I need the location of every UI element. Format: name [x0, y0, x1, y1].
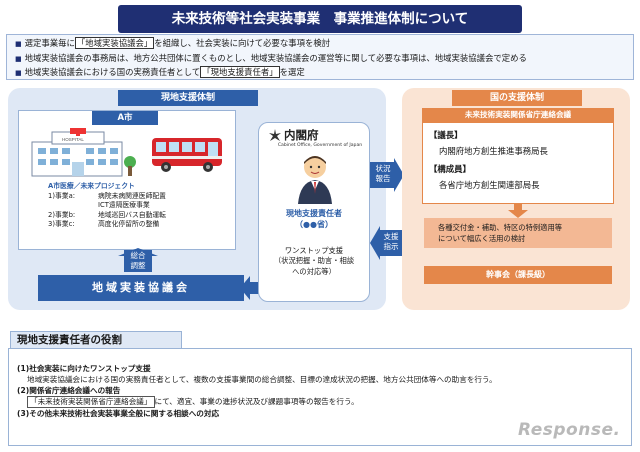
role-section-title: 現地支援責任者の役割: [10, 331, 182, 349]
coordination-label: 総合 調整: [124, 250, 152, 272]
liaison-meeting-body: 【議長】 内閣府地方創生推進事務局長 【構成員】 各省庁地方創生関連部局長: [422, 122, 614, 204]
person-icon: [298, 156, 332, 204]
bullet-item: ■選定事業毎に「地域実装協議会」を組織し、社会実装に向けて必要な事項を検討: [15, 37, 331, 49]
chair-label: 【議長】: [429, 130, 463, 140]
report-label: 状況 報告: [375, 164, 391, 183]
hospital-icon: HOSPITAL: [31, 128, 136, 177]
watermark-logo: Response.: [518, 420, 621, 440]
bullet-item: ■地域実装協議会における国の実務責任者として「現地支援責任者」を選定: [15, 66, 305, 78]
bus-icon: [152, 138, 222, 172]
kiri-emblem-icon: [269, 129, 281, 141]
bullet-item: ■地域実装協議会の事務局は、地方公共団体に置くものとし、地域実装協議会の運営等に…: [15, 52, 527, 63]
national-support-header: 国の支援体制: [452, 90, 582, 106]
secretaries-meeting-box: 幹事会（課長級）: [424, 266, 612, 284]
member-label: 【構成員】: [429, 164, 471, 174]
support-label: 支援 指示: [383, 232, 399, 251]
report-arrow: [370, 158, 404, 192]
svg-text:HOSPITAL: HOSPITAL: [62, 137, 84, 142]
role-item-body: 「未来技術実装関係省庁連絡会議」にて、適宜、事業の進捗状況及び課題事項等の報告を…: [17, 396, 623, 408]
council-link-arrow: [240, 276, 262, 300]
one-stop-support: ワンストップ支援 （状況把握・助言・相談 への対応等）: [273, 246, 355, 276]
special-measures-box: 各種交付金・補助、特区の特例適用等 について幅広く活用の検討: [424, 218, 612, 248]
cabinet-office-box: [258, 122, 370, 302]
member-value: 各省庁地方創生関連部局長: [439, 180, 540, 190]
summary-box: ■選定事業毎に「地域実装協議会」を組織し、社会実装に向けて必要な事項を検討 ■地…: [6, 34, 634, 80]
project-row: ICT遠隔医療事業: [98, 201, 150, 210]
liaison-meeting-header: 未来技術実装関係省庁連絡会議: [422, 108, 614, 122]
local-support-header: 現地支援体制: [118, 90, 258, 106]
regional-council-box: 地域実装協議会: [38, 275, 244, 301]
city-header: A市: [92, 111, 158, 125]
cabinet-office-en: Cabinet Office, Government of Japan: [277, 143, 363, 148]
project-title: A市医療／未来プロジェクト: [48, 182, 135, 190]
role-section-box: (1)社会実装に向けたワンストップ支援 地域実装協議会における国の実務責任者とし…: [8, 348, 632, 446]
role-item-body: 地域実装協議会における国の実務責任者として、複数の支援事業間の総合調整、目標の達…: [27, 375, 497, 384]
support-arrow: [370, 226, 404, 260]
role-item-head: (3)その他未来技術社会実装事業全般に関する相談への対応: [17, 409, 220, 418]
project-row: 2)事業b:地域巡回バス自動運転: [48, 210, 166, 219]
role-item-head: (1)社会実装に向けたワンストップ支援: [17, 364, 151, 373]
project-row: 1)事業a:病院未病関連医師配置: [48, 191, 166, 200]
down-arrow: [508, 204, 528, 218]
chair-value: 内閣府地方創生推進事務局長: [439, 146, 548, 156]
local-support-manager: 現地支援責任者 （●●省）: [286, 209, 342, 229]
project-list: A市医療／未来プロジェクト 1)事業a:病院未病関連医師配置 ICT遠隔医療事業…: [48, 182, 238, 230]
project-row: 3)事業c:高度化停留所の整備: [48, 220, 160, 229]
page-title: 未来技術等社会実装事業 事業推進体制について: [118, 5, 522, 33]
role-item-head: (2)関係省庁連絡会議への報告: [17, 386, 121, 395]
cabinet-office-name: 内閣府: [284, 128, 319, 142]
